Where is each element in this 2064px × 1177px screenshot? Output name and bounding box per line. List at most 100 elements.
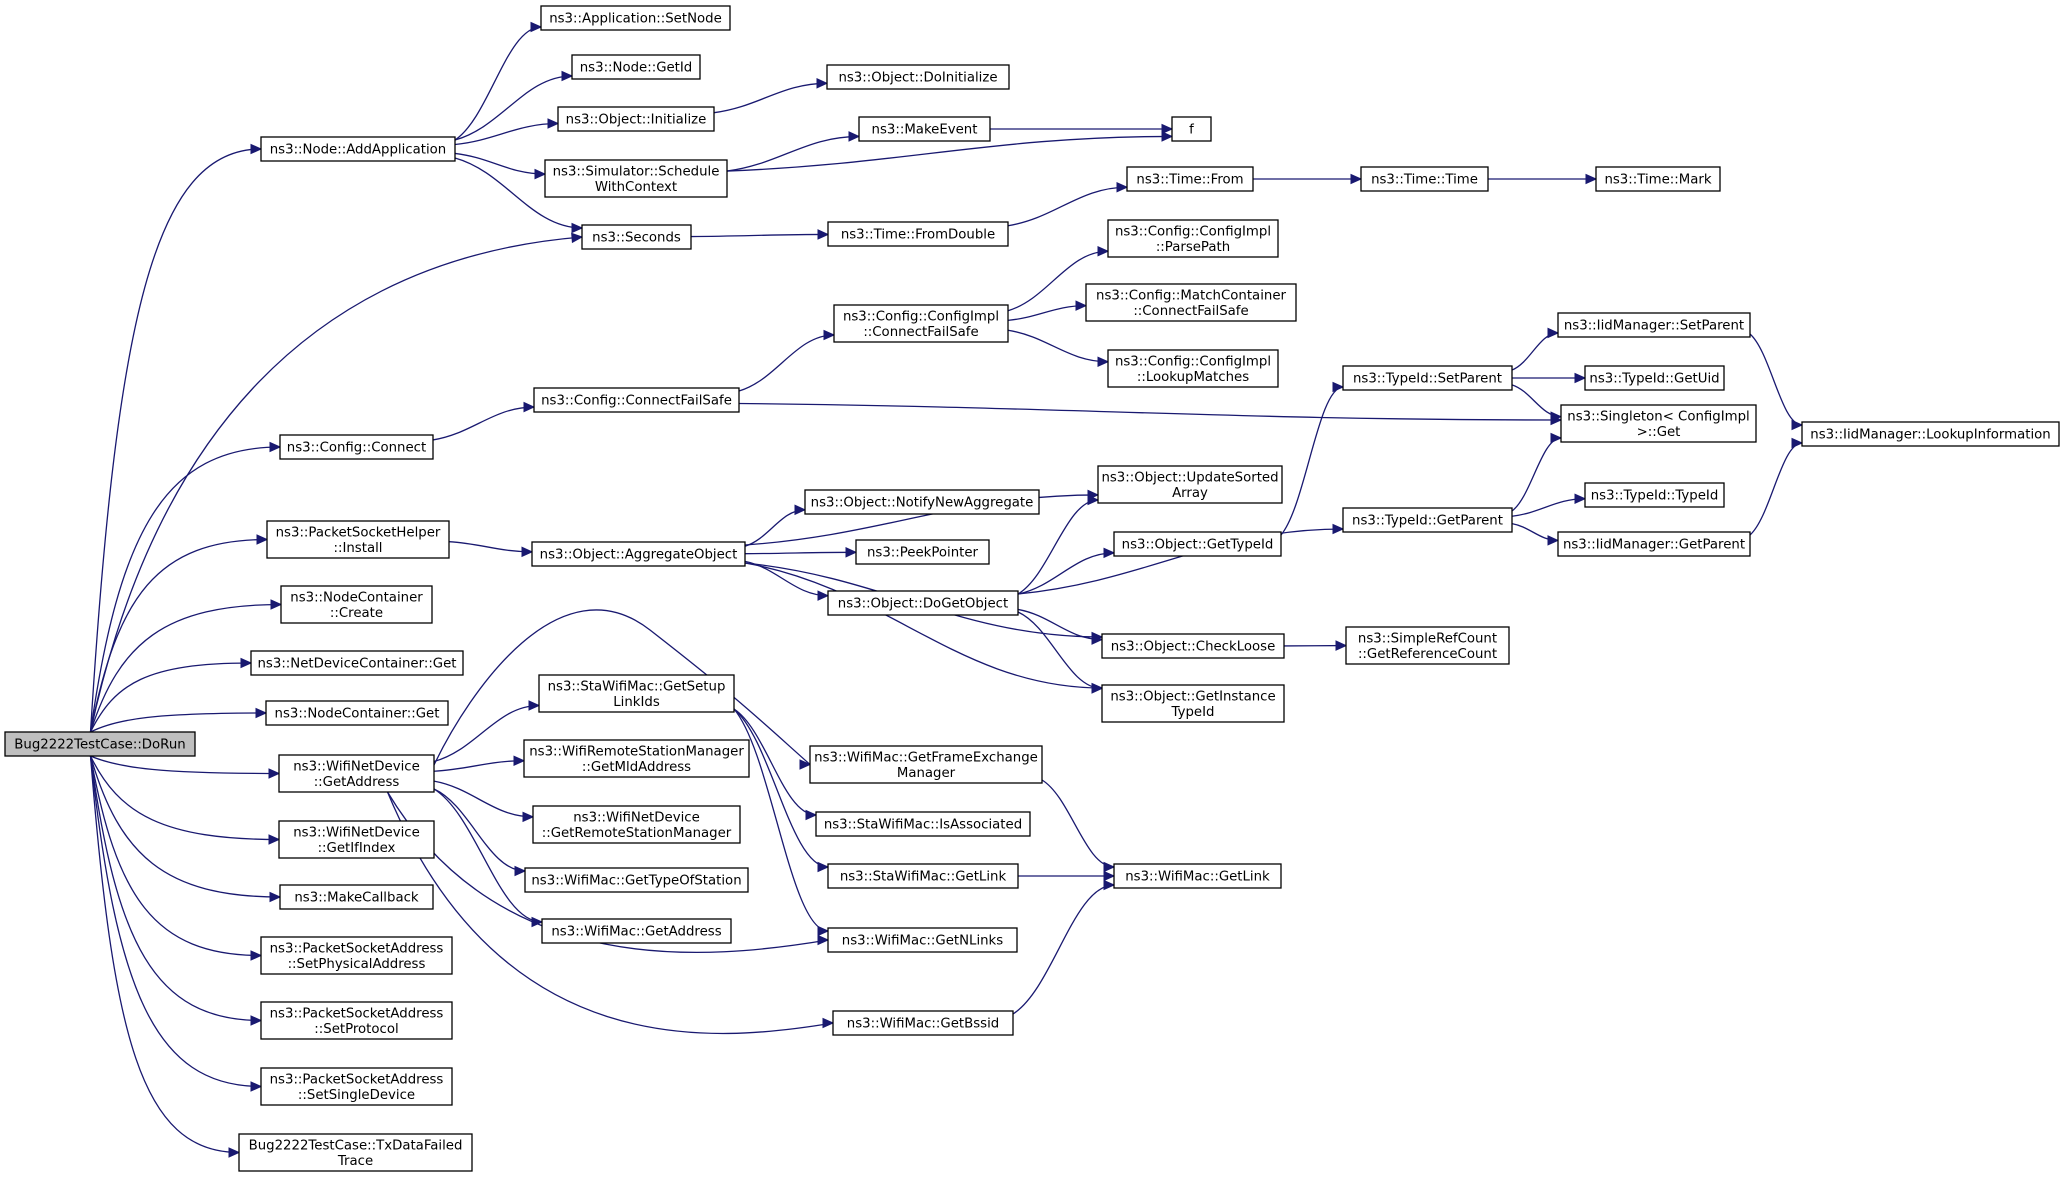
node-box — [557, 106, 715, 132]
edge-cfgconnectfs-to-singleton — [738, 402, 1563, 426]
node-doinit[interactable]: ns3::Object::DoInitialize — [826, 64, 1010, 90]
node-typeidctor[interactable]: ns3::TypeId::TypeId — [1584, 482, 1725, 508]
node-getrefcount[interactable]: ns3::SimpleRefCount::GetReferenceCount — [1345, 626, 1510, 665]
node-pshinstall[interactable]: ns3::PacketSocketHelper::Install — [266, 520, 450, 559]
node-getuid[interactable]: ns3::TypeId::GetUid — [1584, 365, 1725, 391]
node-gettypeofstation[interactable]: ns3::WifiMac::GetTypeOfStation — [524, 867, 749, 893]
node-matchconnect[interactable]: ns3::Config::MatchContainer::ConnectFail… — [1085, 283, 1297, 322]
node-lookupmatches[interactable]: ns3::Config::ConfigImpl::LookupMatches — [1107, 349, 1279, 388]
node-makecallback[interactable]: ns3::MakeCallback — [279, 884, 434, 910]
node-aggregate[interactable]: ns3::Object::AggregateObject — [531, 541, 746, 567]
node-label: ns3::WifiMac::GetLink — [1125, 870, 1270, 885]
node-setnode[interactable]: ns3::Application::SetNode — [540, 5, 731, 31]
node-getid[interactable]: ns3::Node::GetId — [571, 54, 701, 80]
node-implconnect[interactable]: ns3::Config::ConfigImpl::ConnectFailSafe — [833, 304, 1009, 343]
edge-getbssid-to-macgetlink — [1012, 879, 1116, 1015]
node-box — [1360, 166, 1489, 192]
node-setsingle[interactable]: ns3::PacketSocketAddress::SetSingleDevic… — [260, 1067, 453, 1106]
node-box — [266, 520, 450, 559]
edge-stagetsetup-to-stagetlink — [733, 708, 830, 873]
arrowhead — [1550, 432, 1563, 444]
node-notifynew[interactable]: ns3::Object::NotifyNewAggregate — [804, 489, 1040, 515]
node-label: ns3::Config::Connect — [287, 441, 426, 456]
node-box — [1107, 219, 1279, 258]
node-ncget[interactable]: ns3::NodeContainer::Get — [265, 700, 449, 726]
node-seconds[interactable]: ns3::Seconds — [581, 224, 692, 250]
node-box — [833, 304, 1009, 343]
node-parsepath[interactable]: ns3::Config::ConfigImpl::ParsePath — [1107, 219, 1279, 258]
node-dorun[interactable]: Bug2222TestCase::DoRun — [4, 731, 196, 757]
node-tidsetparent[interactable]: ns3::TypeId::SetParent — [1342, 365, 1513, 391]
arrowhead — [228, 1147, 241, 1158]
node-makeevent[interactable]: ns3::MakeEvent — [858, 116, 991, 142]
arrowhead — [823, 329, 836, 341]
node-wndgetifindex[interactable]: ns3::WifiNetDevice::GetIfIndex — [278, 820, 435, 859]
node-setphys[interactable]: ns3::PacketSocketAddress::SetPhysicalAdd… — [260, 936, 453, 975]
edge-wndgetaddress-to-stagetsetup — [433, 700, 541, 763]
node-timefrom[interactable]: ns3::Time::From — [1126, 166, 1254, 192]
node-cfgconnect[interactable]: ns3::Config::Connect — [279, 434, 434, 460]
node-tidgetparent[interactable]: ns3::TypeId::GetParent — [1342, 507, 1513, 533]
node-label: ns3::TypeId::TypeId — [1591, 489, 1719, 504]
node-init[interactable]: ns3::Object::Initialize — [557, 106, 715, 132]
node-box — [541, 918, 732, 944]
node-getbssid[interactable]: ns3::WifiMac::GetBssid — [832, 1010, 1014, 1036]
node-fromdouble[interactable]: ns3::Time::FromDouble — [827, 221, 1009, 247]
edge-dorun-to-txdatafailed — [89, 755, 241, 1158]
node-getnlinks[interactable]: ns3::WifiMac::GetNLinks — [827, 927, 1018, 953]
node-box — [524, 867, 749, 893]
node-isassociated[interactable]: ns3::StaWifiMac::IsAssociated — [815, 811, 1031, 837]
node-timemark[interactable]: ns3::Time::Mark — [1595, 166, 1721, 192]
node-iidgetparent[interactable]: ns3::IidManager::GetParent — [1557, 531, 1751, 557]
arrowhead — [1585, 173, 1598, 185]
node-f[interactable]: f — [1171, 116, 1212, 142]
arrowhead — [250, 143, 263, 155]
edge-line — [90, 712, 267, 733]
node-gettypeid[interactable]: ns3::Object::GetTypeId — [1113, 531, 1282, 557]
node-label: LinkIds — [613, 695, 660, 710]
node-macgetlink[interactable]: ns3::WifiMac::GetLink — [1113, 863, 1282, 889]
node-wndgetaddress[interactable]: ns3::WifiNetDevice::GetAddress — [278, 754, 435, 793]
node-dogetobject[interactable]: ns3::Object::DoGetObject — [827, 590, 1019, 616]
node-label: ns3::TypeId::GetParent — [1352, 514, 1503, 529]
edge-addapp-to-schedule — [454, 152, 547, 180]
edge-stagetlink-to-macgetlink — [1017, 870, 1116, 882]
edge-dorun-to-setsingle — [89, 755, 263, 1092]
node-wrsmgetmld[interactable]: ns3::WifiRemoteStationManager::GetMldAdd… — [523, 739, 750, 778]
arrowhead — [530, 21, 543, 33]
node-iidsetparent[interactable]: ns3::IidManager::SetParent — [1557, 312, 1751, 338]
edge-dorun-to-setphys — [89, 755, 263, 961]
arrowhead — [1335, 640, 1348, 651]
node-setproto[interactable]: ns3::PacketSocketAddress::SetProtocol — [260, 1001, 453, 1040]
node-checkloose[interactable]: ns3::Object::CheckLoose — [1101, 633, 1285, 659]
node-box — [279, 434, 434, 460]
node-peekpointer[interactable]: ns3::PeekPointer — [855, 539, 990, 565]
node-label: ::Install — [334, 541, 383, 556]
edge-line — [733, 708, 817, 816]
node-wndgetrsm[interactable]: ns3::WifiNetDevice::GetRemoteStationMana… — [532, 805, 741, 844]
node-macgetaddress[interactable]: ns3::WifiMac::GetAddress — [541, 918, 732, 944]
node-label: ns3::Object::NotifyNewAggregate — [811, 496, 1034, 511]
edge-line — [726, 135, 1173, 172]
node-label: ns3::TypeId::SetParent — [1353, 372, 1502, 387]
arrowhead — [822, 1017, 835, 1029]
edge-dorun-to-cfgconnect — [89, 441, 282, 733]
node-stagetlink[interactable]: ns3::StaWifiMac::GetLink — [827, 863, 1019, 889]
node-timetime[interactable]: ns3::Time::Time — [1360, 166, 1489, 192]
node-label: ns3::WifiRemoteStationManager — [529, 744, 744, 759]
edge-line — [89, 538, 268, 733]
node-cfgconnectfs[interactable]: ns3::Config::ConnectFailSafe — [533, 387, 740, 413]
node-box — [1342, 507, 1513, 533]
node-nccreate[interactable]: ns3::NodeContainer::Create — [280, 585, 433, 624]
node-singleton[interactable]: ns3::Singleton< ConfigImpl>::Get — [1560, 404, 1757, 443]
node-addapp[interactable]: ns3::Node::AddApplication — [260, 136, 456, 162]
node-lookupinfo[interactable]: ns3::IidManager::LookupInformation — [1801, 421, 2060, 447]
node-ndcget[interactable]: ns3::NetDeviceContainer::Get — [250, 650, 464, 676]
node-label: ns3::Config::ConnectFailSafe — [541, 394, 732, 409]
